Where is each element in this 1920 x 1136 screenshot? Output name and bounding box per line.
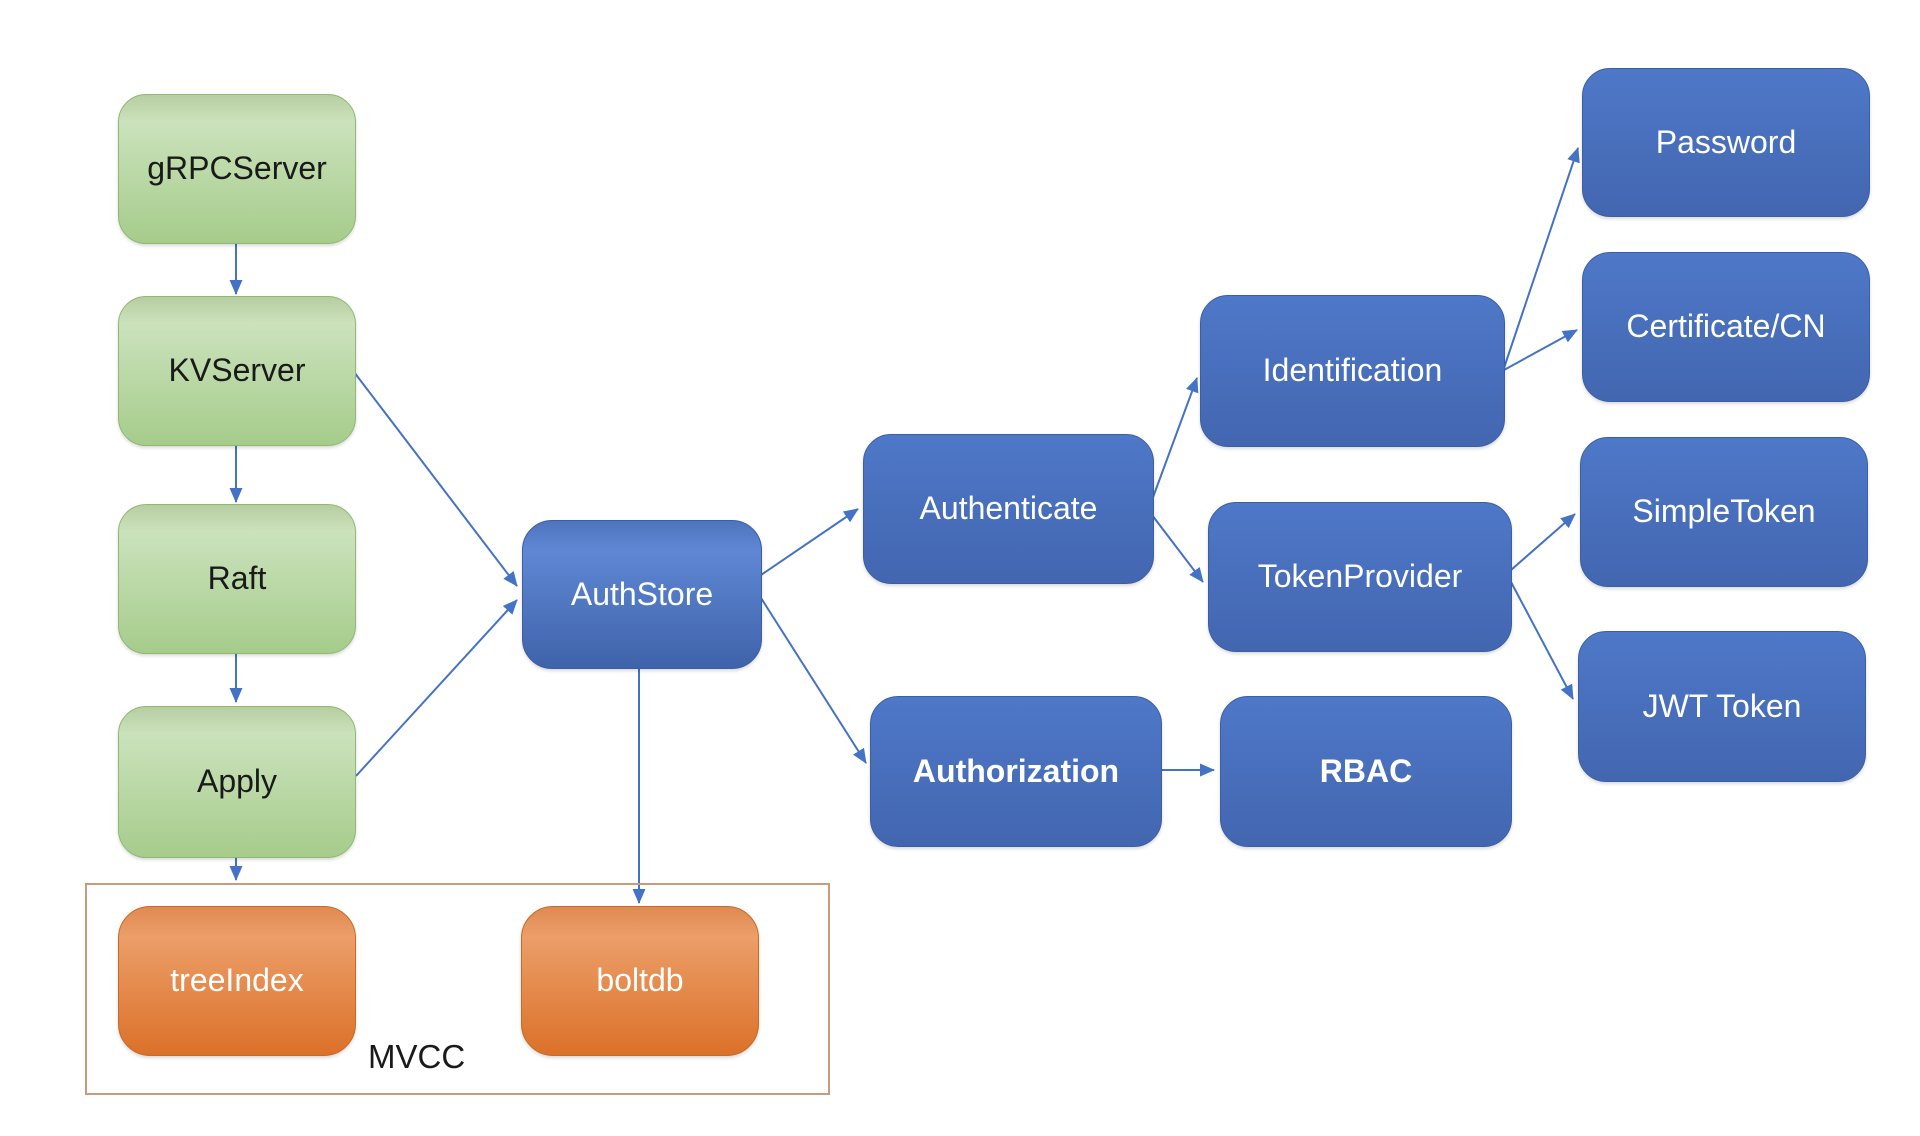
node-identification-label: Identification (1262, 352, 1443, 389)
node-rbac-label: RBAC (1319, 752, 1413, 789)
node-jwt-token: JWT Token (1578, 631, 1866, 782)
node-tokenprovider-label: TokenProvider (1257, 558, 1463, 595)
node-certificate-cn: Certificate/CN (1582, 252, 1870, 402)
edge-authstore-authenticate (760, 508, 859, 576)
edge-authenticate-identification (1151, 377, 1199, 501)
node-kvserver-label: KVServer (168, 352, 306, 389)
node-rbac: RBAC (1220, 696, 1512, 847)
node-tokenprovider: TokenProvider (1208, 502, 1512, 652)
node-treeindex: treeIndex (118, 906, 356, 1056)
node-authstore-label: AuthStore (570, 575, 714, 612)
node-authenticate-label: Authenticate (919, 490, 1098, 527)
node-simpletoken: SimpleToken (1580, 437, 1868, 587)
node-password-label: Password (1655, 123, 1797, 160)
node-authorization: Authorization (870, 696, 1162, 847)
node-identification: Identification (1200, 295, 1505, 447)
node-boltdb-label: boltdb (596, 962, 684, 999)
node-raft-label: Raft (207, 560, 267, 597)
node-raft: Raft (118, 504, 356, 654)
node-certificate-cn-label: Certificate/CN (1626, 308, 1826, 345)
edge-tokenprovider-simpletoken (1510, 513, 1576, 571)
node-simpletoken-label: SimpleToken (1632, 493, 1816, 530)
node-password: Password (1582, 68, 1870, 217)
node-grpcserver-label: gRPCServer (147, 150, 327, 187)
edge-authstore-authorization (760, 597, 867, 764)
node-authstore: AuthStore (522, 520, 762, 669)
mvcc-label: MVCC (368, 1038, 466, 1075)
edge-kvserver-authstore (353, 371, 518, 587)
node-apply: Apply (118, 706, 356, 858)
node-authenticate: Authenticate (863, 434, 1154, 584)
edge-identification-password (1503, 147, 1580, 369)
edge-tokenprovider-jwt_token (1510, 581, 1574, 700)
edge-identification-certificate_cn (1503, 329, 1578, 371)
edge-authenticate-tokenprovider (1151, 514, 1204, 583)
node-authorization-label: Authorization (912, 752, 1120, 789)
node-kvserver: KVServer (118, 296, 356, 446)
edge-apply-authstore (355, 599, 518, 777)
node-apply-label: Apply (196, 763, 278, 800)
node-jwt-token-label: JWT Token (1642, 687, 1802, 724)
node-boltdb: boltdb (521, 906, 759, 1056)
node-grpcserver: gRPCServer (118, 94, 356, 244)
mvcc-container (85, 883, 830, 1095)
node-treeindex-label: treeIndex (170, 962, 304, 999)
